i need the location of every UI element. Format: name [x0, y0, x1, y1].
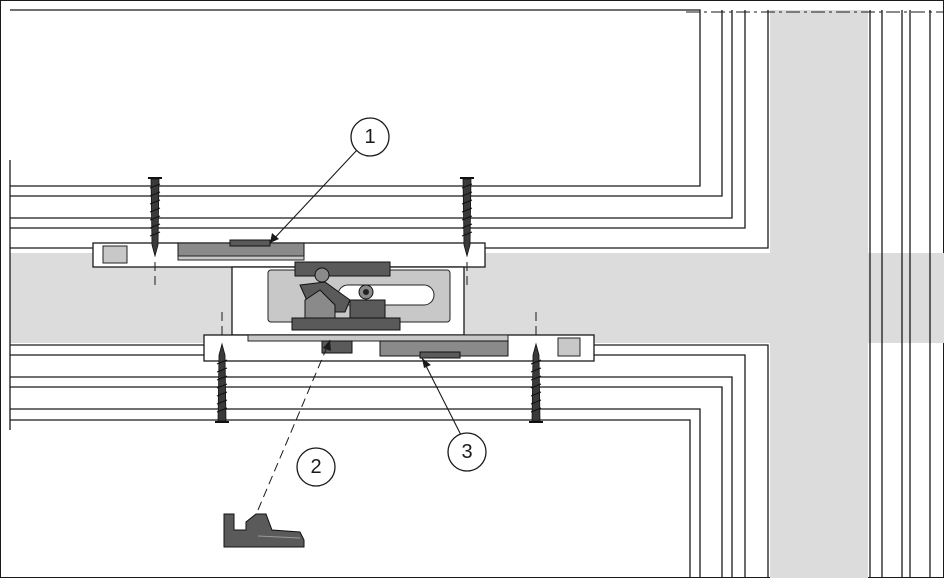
callout-2: 2 [296, 447, 336, 487]
leader-lines [257, 149, 463, 511]
right-panel [686, 10, 944, 578]
screw-upper-left [148, 177, 162, 258]
screw-lower-right [529, 342, 543, 423]
latch-mechanism [267, 261, 451, 331]
callout-3-label: 3 [461, 441, 472, 463]
screw-upper-right [460, 177, 474, 258]
upper-panel [9, 9, 769, 430]
callout-1-label: 1 [364, 126, 375, 148]
callout-1: 1 [350, 117, 390, 157]
lower-panel [10, 344, 769, 578]
clip-part [223, 513, 305, 548]
screw-centerlines [154, 262, 537, 338]
callout-2-label: 2 [310, 456, 321, 478]
callout-3: 3 [447, 432, 487, 472]
screw-lower-left [215, 342, 229, 423]
catch-upper [177, 239, 305, 261]
gap-band [10, 10, 944, 578]
lower-mounting-plate [203, 334, 595, 362]
